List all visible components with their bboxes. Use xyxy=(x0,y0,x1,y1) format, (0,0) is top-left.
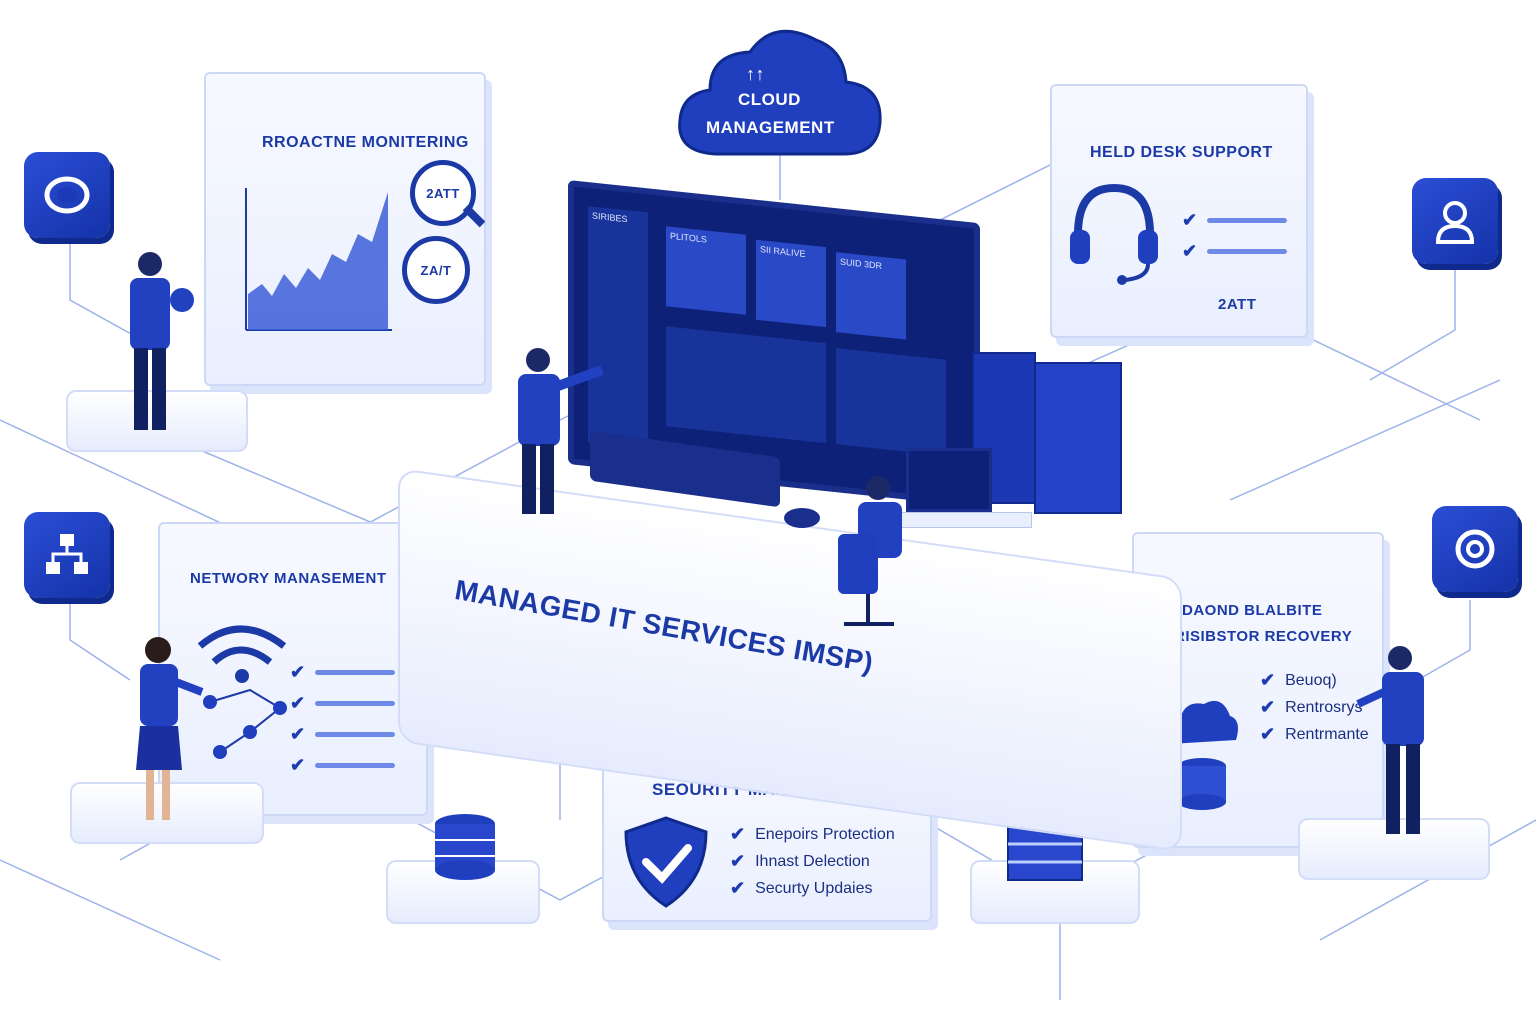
backup-item-3: ✔ Rentrmante xyxy=(1260,724,1380,745)
network-check-1: ✔ xyxy=(290,660,400,685)
backup-title-line1: DAOND BLALBITE xyxy=(1182,602,1323,619)
person-seated xyxy=(838,476,902,626)
network-check-3: ✔ xyxy=(290,722,400,747)
person-backup xyxy=(1356,646,1424,834)
backup-item-2: ✔ Rentrosrys xyxy=(1260,697,1380,718)
cloud-title-line2: MANAGEMENT xyxy=(706,118,835,137)
screen-bar-chart xyxy=(666,326,826,444)
check-icon: ✔ xyxy=(290,724,306,744)
refresh-icon xyxy=(1455,529,1495,569)
helpdesk-badge: 2ATT xyxy=(1218,296,1257,313)
network-topology-icon xyxy=(46,534,88,574)
server-rack-right xyxy=(1034,362,1122,514)
proactive-monitoring-panel: RROACTNE MONITERING 2ATT ZA/T xyxy=(204,72,486,386)
check-icon: ✔ xyxy=(290,755,306,775)
person-monitoring xyxy=(130,252,194,430)
check-icon: ✔ xyxy=(290,662,306,682)
security-item-1-label: Enepoirs Protection xyxy=(755,825,895,843)
monitoring-badge-2: ZA/T xyxy=(420,262,452,278)
helpdesk-check-1: ✔ xyxy=(1182,208,1292,233)
user-icon xyxy=(1435,201,1475,244)
desk-monitor xyxy=(906,448,992,512)
check-icon: ✔ xyxy=(730,878,746,898)
backup-icon-tile xyxy=(1432,506,1518,592)
security-item-2: ✔ Ihnast Delection xyxy=(730,851,926,872)
monitoring-badge-1: 2ATT xyxy=(426,185,460,201)
helpdesk-checklist: ✔ ✔ xyxy=(1182,202,1292,270)
network-icon-tile xyxy=(24,512,110,598)
monitoring-icon-tile xyxy=(24,152,110,238)
check-icon: ✔ xyxy=(1182,210,1198,230)
check-icon: ✔ xyxy=(730,824,746,844)
headset-icon xyxy=(1070,183,1158,285)
screen-tile-3: SUID 3DR xyxy=(836,252,906,340)
help-desk-panel: HELD DESK SUPPORT ✔ ✔ 2ATT xyxy=(1050,84,1308,338)
helpdesk-icon-tile xyxy=(1412,178,1498,264)
helpdesk-title: HELD DESK SUPPORT xyxy=(1090,144,1273,161)
security-item-2-label: Ihnast Delection xyxy=(755,852,870,870)
monitoring-title: RROACTNE MONITERING xyxy=(262,134,469,151)
mouse xyxy=(784,508,820,528)
backup-item-1-label: Beuoq) xyxy=(1285,671,1337,689)
security-item-1: ✔ Enepoirs Protection xyxy=(730,824,926,845)
eye-icon xyxy=(44,176,90,214)
screen-tile-2: SII RALIVE xyxy=(756,239,826,328)
gauge-icon: ZA/T xyxy=(402,236,470,304)
cloud-icon xyxy=(678,29,882,156)
screen-header-4: SUID 3DR xyxy=(840,256,883,272)
cloud-title-line1: CLOUD xyxy=(738,90,801,109)
screen-header-2: PLITOLS xyxy=(670,230,707,245)
screen-tile-1: PLITOLS xyxy=(666,226,746,315)
cloud-management-badge: ↑↑ CLOUD MANAGEMENT xyxy=(676,24,886,170)
screen-header-3: SII RALIVE xyxy=(760,244,806,259)
network-checklist: ✔ ✔ ✔ ✔ xyxy=(290,654,400,784)
person-network xyxy=(136,637,204,820)
check-icon: ✔ xyxy=(1260,670,1276,690)
person-at-screen xyxy=(518,348,604,514)
network-check-4: ✔ xyxy=(290,753,400,778)
screen-gauges xyxy=(836,348,946,456)
check-icon: ✔ xyxy=(730,851,746,871)
network-management-panel: NETWORY MANASEMENT ✔ ✔ ✔ ✔ xyxy=(158,522,428,816)
security-checklist: ✔ Enepoirs Protection ✔ Ihnast Delection ✔… xyxy=(730,818,926,905)
backup-title-line2: RISIBSTOR RECOVERY xyxy=(1174,628,1353,645)
magnifier-icon: 2ATT xyxy=(410,160,476,226)
cloud-backup-icon xyxy=(1166,700,1238,810)
check-icon: ✔ xyxy=(290,693,306,713)
screen-header-1: SIRIBES xyxy=(592,210,628,225)
backup-item-1: ✔ Beuoq) xyxy=(1260,670,1380,691)
backup-item-2-label: Rentrosrys xyxy=(1285,698,1363,716)
check-icon: ✔ xyxy=(1260,697,1276,717)
check-icon: ✔ xyxy=(1260,724,1276,744)
line-chart-graphic xyxy=(245,188,392,331)
wifi-network-icon xyxy=(197,625,287,759)
shield-check-icon xyxy=(624,816,708,908)
helpdesk-check-2: ✔ xyxy=(1182,239,1292,264)
up-arrows-icon: ↑↑ xyxy=(746,64,765,84)
network-title: NETWORY MANASEMENT xyxy=(190,570,387,587)
security-item-3: ✔ Securty Updaies xyxy=(730,878,926,899)
network-check-2: ✔ xyxy=(290,691,400,716)
database-icon xyxy=(435,814,495,880)
backup-checklist: ✔ Beuoq) ✔ Rentrosrys ✔ Rentrmante xyxy=(1260,664,1380,751)
check-icon: ✔ xyxy=(1182,241,1198,261)
security-item-3-label: Securty Updaies xyxy=(755,879,873,897)
backup-item-3-label: Rentrmante xyxy=(1285,725,1369,743)
